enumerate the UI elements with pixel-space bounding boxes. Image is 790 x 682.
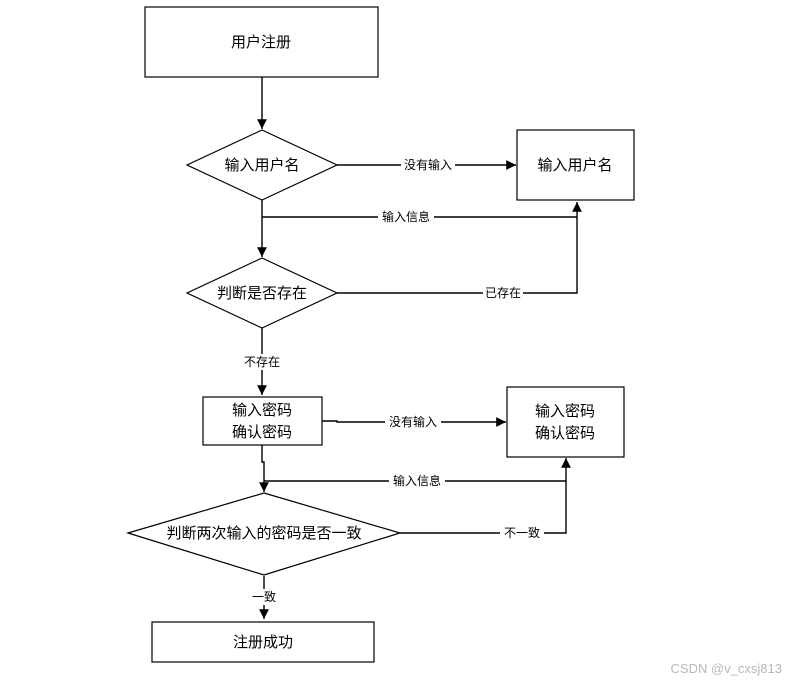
node-input-password-line2: 确认密码 — [232, 423, 292, 441]
nodes: 用户注册 输入用户名 输入用户名 判断是否存在 输入密码 确认密码 输入密码 确… — [125, 6, 635, 663]
label-not-exists: 不存在 — [244, 355, 280, 369]
node-check-exists-label: 判断是否存在 — [217, 284, 307, 302]
label-mismatch: 不一致 — [504, 526, 540, 540]
connectors — [257, 77, 582, 619]
node-input-password — [202, 396, 323, 446]
label-match: 一致 — [252, 590, 276, 604]
label-exists: 已存在 — [485, 286, 521, 300]
node-input-password-box-line2: 确认密码 — [535, 424, 595, 442]
edge-password-to-check — [259, 445, 269, 492]
node-input-password-box-line1: 输入密码 — [535, 402, 595, 420]
node-input-username-label: 输入用户名 — [224, 156, 299, 174]
edge-mismatch — [400, 481, 567, 534]
node-input-username — [185, 129, 339, 201]
node-input-password-box — [506, 386, 625, 458]
node-input-username-box — [516, 129, 635, 201]
label-info-1: 输入信息 — [382, 209, 430, 224]
label-no-input-1: 没有输入 — [404, 157, 452, 172]
label-no-input-2: 没有输入 — [389, 414, 437, 429]
node-success-label: 注册成功 — [233, 633, 293, 651]
node-success — [151, 621, 375, 663]
edge-exists — [337, 217, 578, 294]
label-info-2: 输入信息 — [393, 473, 441, 488]
node-check-match-label: 判断两次输入的密码是否一致 — [166, 524, 361, 542]
node-input-username-box-label: 输入用户名 — [537, 156, 612, 174]
node-check-exists — [185, 257, 339, 329]
watermark: CSDN @v_cxsj813 — [670, 661, 782, 676]
node-check-match — [125, 492, 403, 576]
node-register-label: 用户注册 — [231, 33, 291, 51]
edge-labels: 没有输入 输入信息 已存在 不存在 没有输入 输入信息 不一致 一致 — [240, 157, 544, 605]
node-input-password-line1: 输入密码 — [232, 401, 292, 419]
node-register — [144, 6, 379, 78]
